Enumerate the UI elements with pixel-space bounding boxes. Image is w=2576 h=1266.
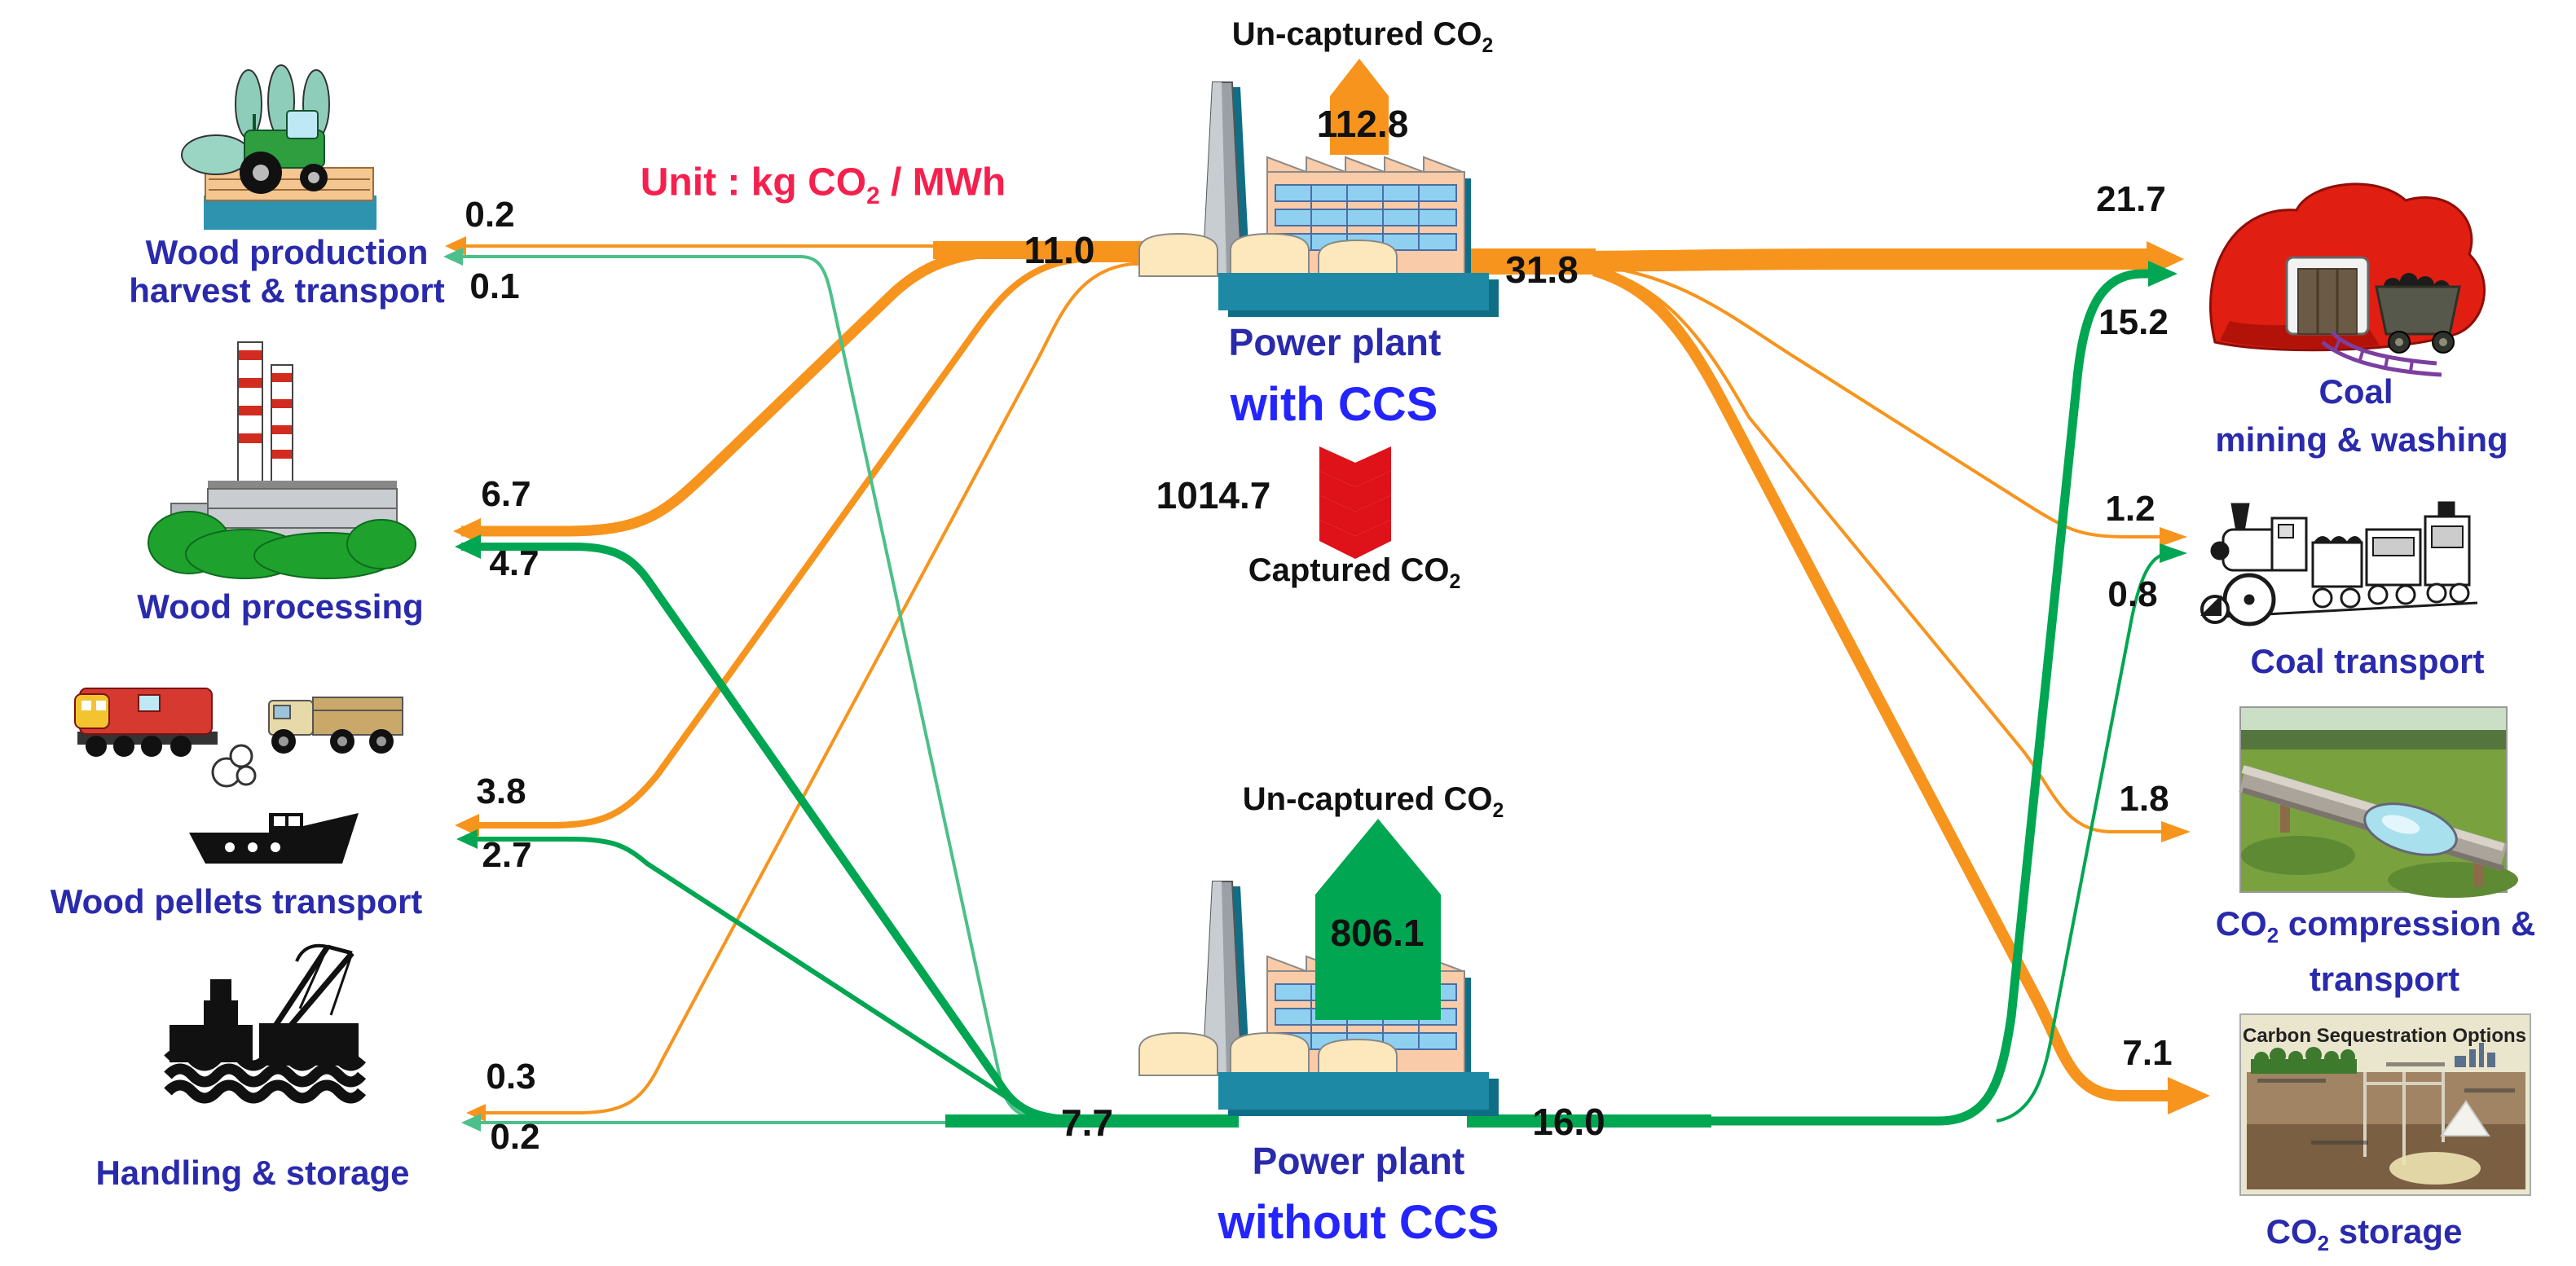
value-wood-pellets-noccs: 2.7: [482, 835, 532, 875]
value-coal-mining-noccs: 15.2: [2098, 302, 2169, 342]
flow-coal-transport-noccs: [1996, 552, 2170, 1123]
co2-pipeline-image: [2239, 706, 2518, 898]
power-plant-noccs-name: Power plant: [1252, 1140, 1465, 1182]
wood-processing-label: Wood processing: [137, 587, 424, 626]
flow-wood-pellets-ccs: [461, 256, 1157, 829]
flow-co2-storage-ccs: [1592, 265, 2169, 1101]
arrowhead-right-08: [2160, 543, 2187, 563]
ccs-flows: [455, 241, 2169, 1114]
flow-coal-transport-ccs: [1593, 264, 2160, 538]
value-uncaptured-noccs: 806.1: [1330, 912, 1425, 954]
value-coal-transport-ccs: 1.2: [2105, 489, 2155, 529]
value-coal-transport-noccs: 0.8: [2107, 574, 2158, 614]
arrowhead-left-27: [456, 829, 478, 849]
power-plant-noccs-type: without CCS: [1218, 1196, 1499, 1249]
flow-wood-processing-ccs: [461, 245, 1145, 537]
no-ccs-flows: [451, 255, 2170, 1128]
uncaptured-co2-label-ccs: Un-captured CO2: [1231, 16, 1494, 58]
uncaptured-arrow-noccs: [1315, 819, 1441, 1020]
value-uncaptured-ccs: 112.8: [1316, 103, 1409, 145]
value-input-noccs: 7.7: [1061, 1101, 1113, 1144]
value-coal-mining-ccs: 21.7: [2096, 179, 2166, 219]
value-handling-ccs: 0.3: [486, 1057, 536, 1097]
flow-wood-pellets-noccs: [461, 837, 1239, 1123]
arrowhead-left-01: [443, 248, 463, 266]
wood-production-label-line2: harvest & transport: [129, 271, 445, 310]
coal-mining-label-line1: Coal: [2318, 372, 2393, 411]
value-captured-co2: 1014.7: [1156, 474, 1271, 517]
captured-co2-chevrons: [1319, 446, 1391, 559]
arrowhead-left-02b: [461, 1114, 481, 1132]
coal-transport-label: Coal transport: [2250, 642, 2485, 680]
flow-coal-mining-ccs: [1590, 248, 2148, 272]
flow-co2-compression-ccs: [1593, 266, 2161, 833]
wood-pellets-transport-label: Wood pellets transport: [50, 882, 423, 921]
coal-mining-label-line2: mining & washing: [2215, 420, 2508, 459]
handling-storage-icon: [164, 943, 367, 1104]
wood-production-icon: [181, 64, 376, 230]
co2-storage-label: CO2 storage: [2266, 1211, 2463, 1256]
captured-co2-label: Captured CO2: [1248, 552, 1461, 594]
power-plant-ccs-type: with CCS: [1230, 378, 1438, 431]
value-co2-storage-ccs: 7.1: [2122, 1033, 2173, 1073]
value-handling-noccs: 0.2: [490, 1117, 540, 1157]
coal-mining-icon: [2208, 182, 2486, 377]
unit-label: Unit : kg CO2 / MWh: [640, 160, 1006, 209]
wood-processing-icon: [148, 341, 416, 579]
arrowhead-right-71: [2168, 1077, 2210, 1114]
uncaptured-co2-label-noccs: Un-captured CO2: [1242, 781, 1504, 823]
arrowhead-left-47: [455, 534, 481, 559]
handling-storage-label: Handling & storage: [95, 1154, 410, 1192]
coal-transport-icon: [2200, 501, 2478, 626]
co2-compression-label-line1: CO2 compression &: [2215, 903, 2536, 948]
flow-coal-mining-noccs: [1706, 269, 2153, 1126]
co2-compression-label-line2: transport: [2309, 960, 2460, 998]
value-output-noccs: 16.0: [1532, 1101, 1605, 1143]
flow-wood-processing-noccs: [461, 543, 1239, 1123]
value-wood-processing-noccs: 4.7: [489, 543, 539, 583]
value-input-ccs: 11.0: [1024, 229, 1095, 271]
uncaptured-arrow-ccs: [1330, 59, 1389, 155]
arrowhead-left-38: [455, 814, 479, 837]
arrowhead-right-152: [2148, 261, 2177, 287]
value-wood-pellets-ccs: 3.8: [476, 771, 526, 811]
value-wood-production-ccs: 0.2: [465, 195, 515, 235]
power-plant-ccs-name: Power plant: [1228, 321, 1442, 363]
sequestration-image-title: Carbon Sequestration Options: [2242, 1025, 2527, 1047]
no-ccs-arrowheads: [443, 248, 2187, 1132]
co2-storage-image: [2239, 1013, 2531, 1196]
value-output-ccs: 31.8: [1505, 248, 1579, 291]
wood-pellets-transport-icon: [74, 688, 403, 864]
value-co2-compression-ccs: 1.8: [2119, 779, 2169, 819]
arrowhead-right-18: [2161, 821, 2191, 842]
wood-production-label-line1: Wood production: [145, 233, 429, 271]
arrowhead-right-12: [2160, 527, 2187, 547]
value-wood-production-noccs: 0.1: [469, 266, 520, 306]
flow-handling-ccs: [473, 262, 1165, 1114]
value-wood-processing-ccs: 6.7: [481, 474, 531, 514]
